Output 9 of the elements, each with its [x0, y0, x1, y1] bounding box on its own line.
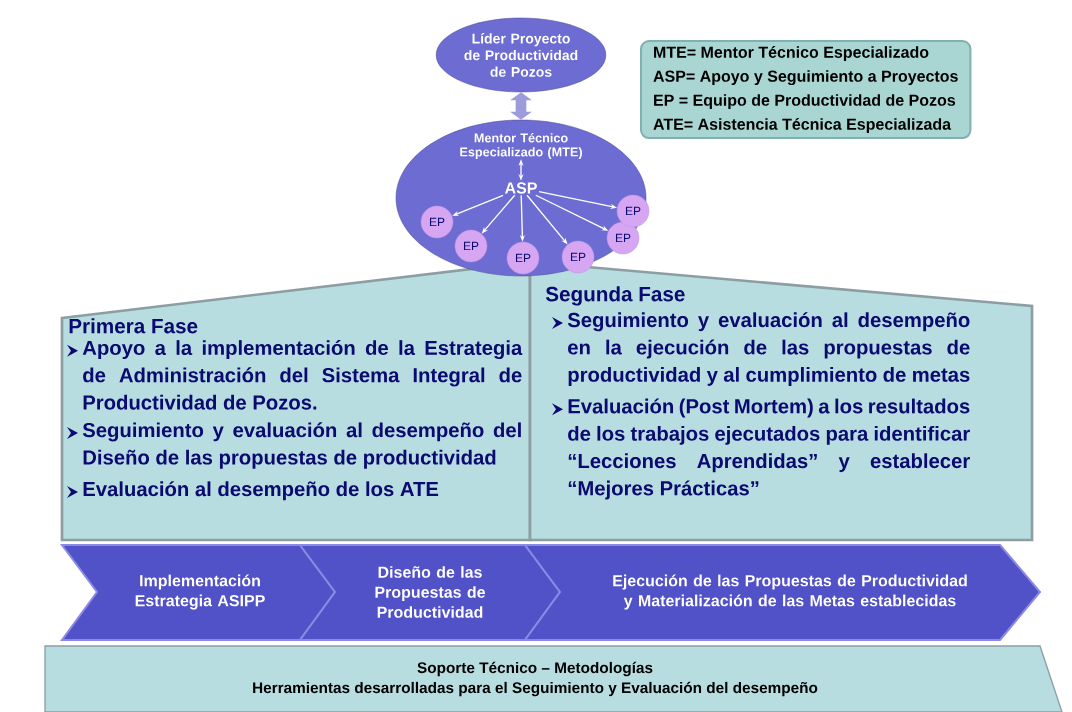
phase-panel: Segunda Fase Seguimiento y evaluación al desempeño en la ejecución de las propuestas de productividad y al cumplimiento de metas Evaluación (Post Mortem) a los resultados de los trabajos ejecutados para identificar “Lecciones Aprendidas” y establecer “Mejores Prácticas” [528, 260, 1034, 542]
double-arrow [510, 92, 532, 120]
stage-banner: Ejecución de las Propuestas de Productividad y Materialización de las Metas establecidas [523, 544, 1042, 641]
stage-banner: Implementación Estrategia ASIPP [60, 544, 337, 641]
abbreviation-box: MTE= Mentor Técnico Especializado ASP= Apoyo y Seguimiento a Proyectos EP = Equipo de Productividad de Pozos ATE= Asistencia Técnica Especializada [640, 40, 972, 140]
role-label: ASP [504, 182, 537, 194]
support-band: Soporte Técnico – Metodologías Herramientas desarrolladas para el Seguimiento y Evaluación del desempeño [44, 645, 1063, 712]
role-label: Mentor Técnico Especializado (MTE) [460, 133, 582, 159]
stage-banner: Diseño de las Propuestas de Productividad [298, 544, 562, 641]
